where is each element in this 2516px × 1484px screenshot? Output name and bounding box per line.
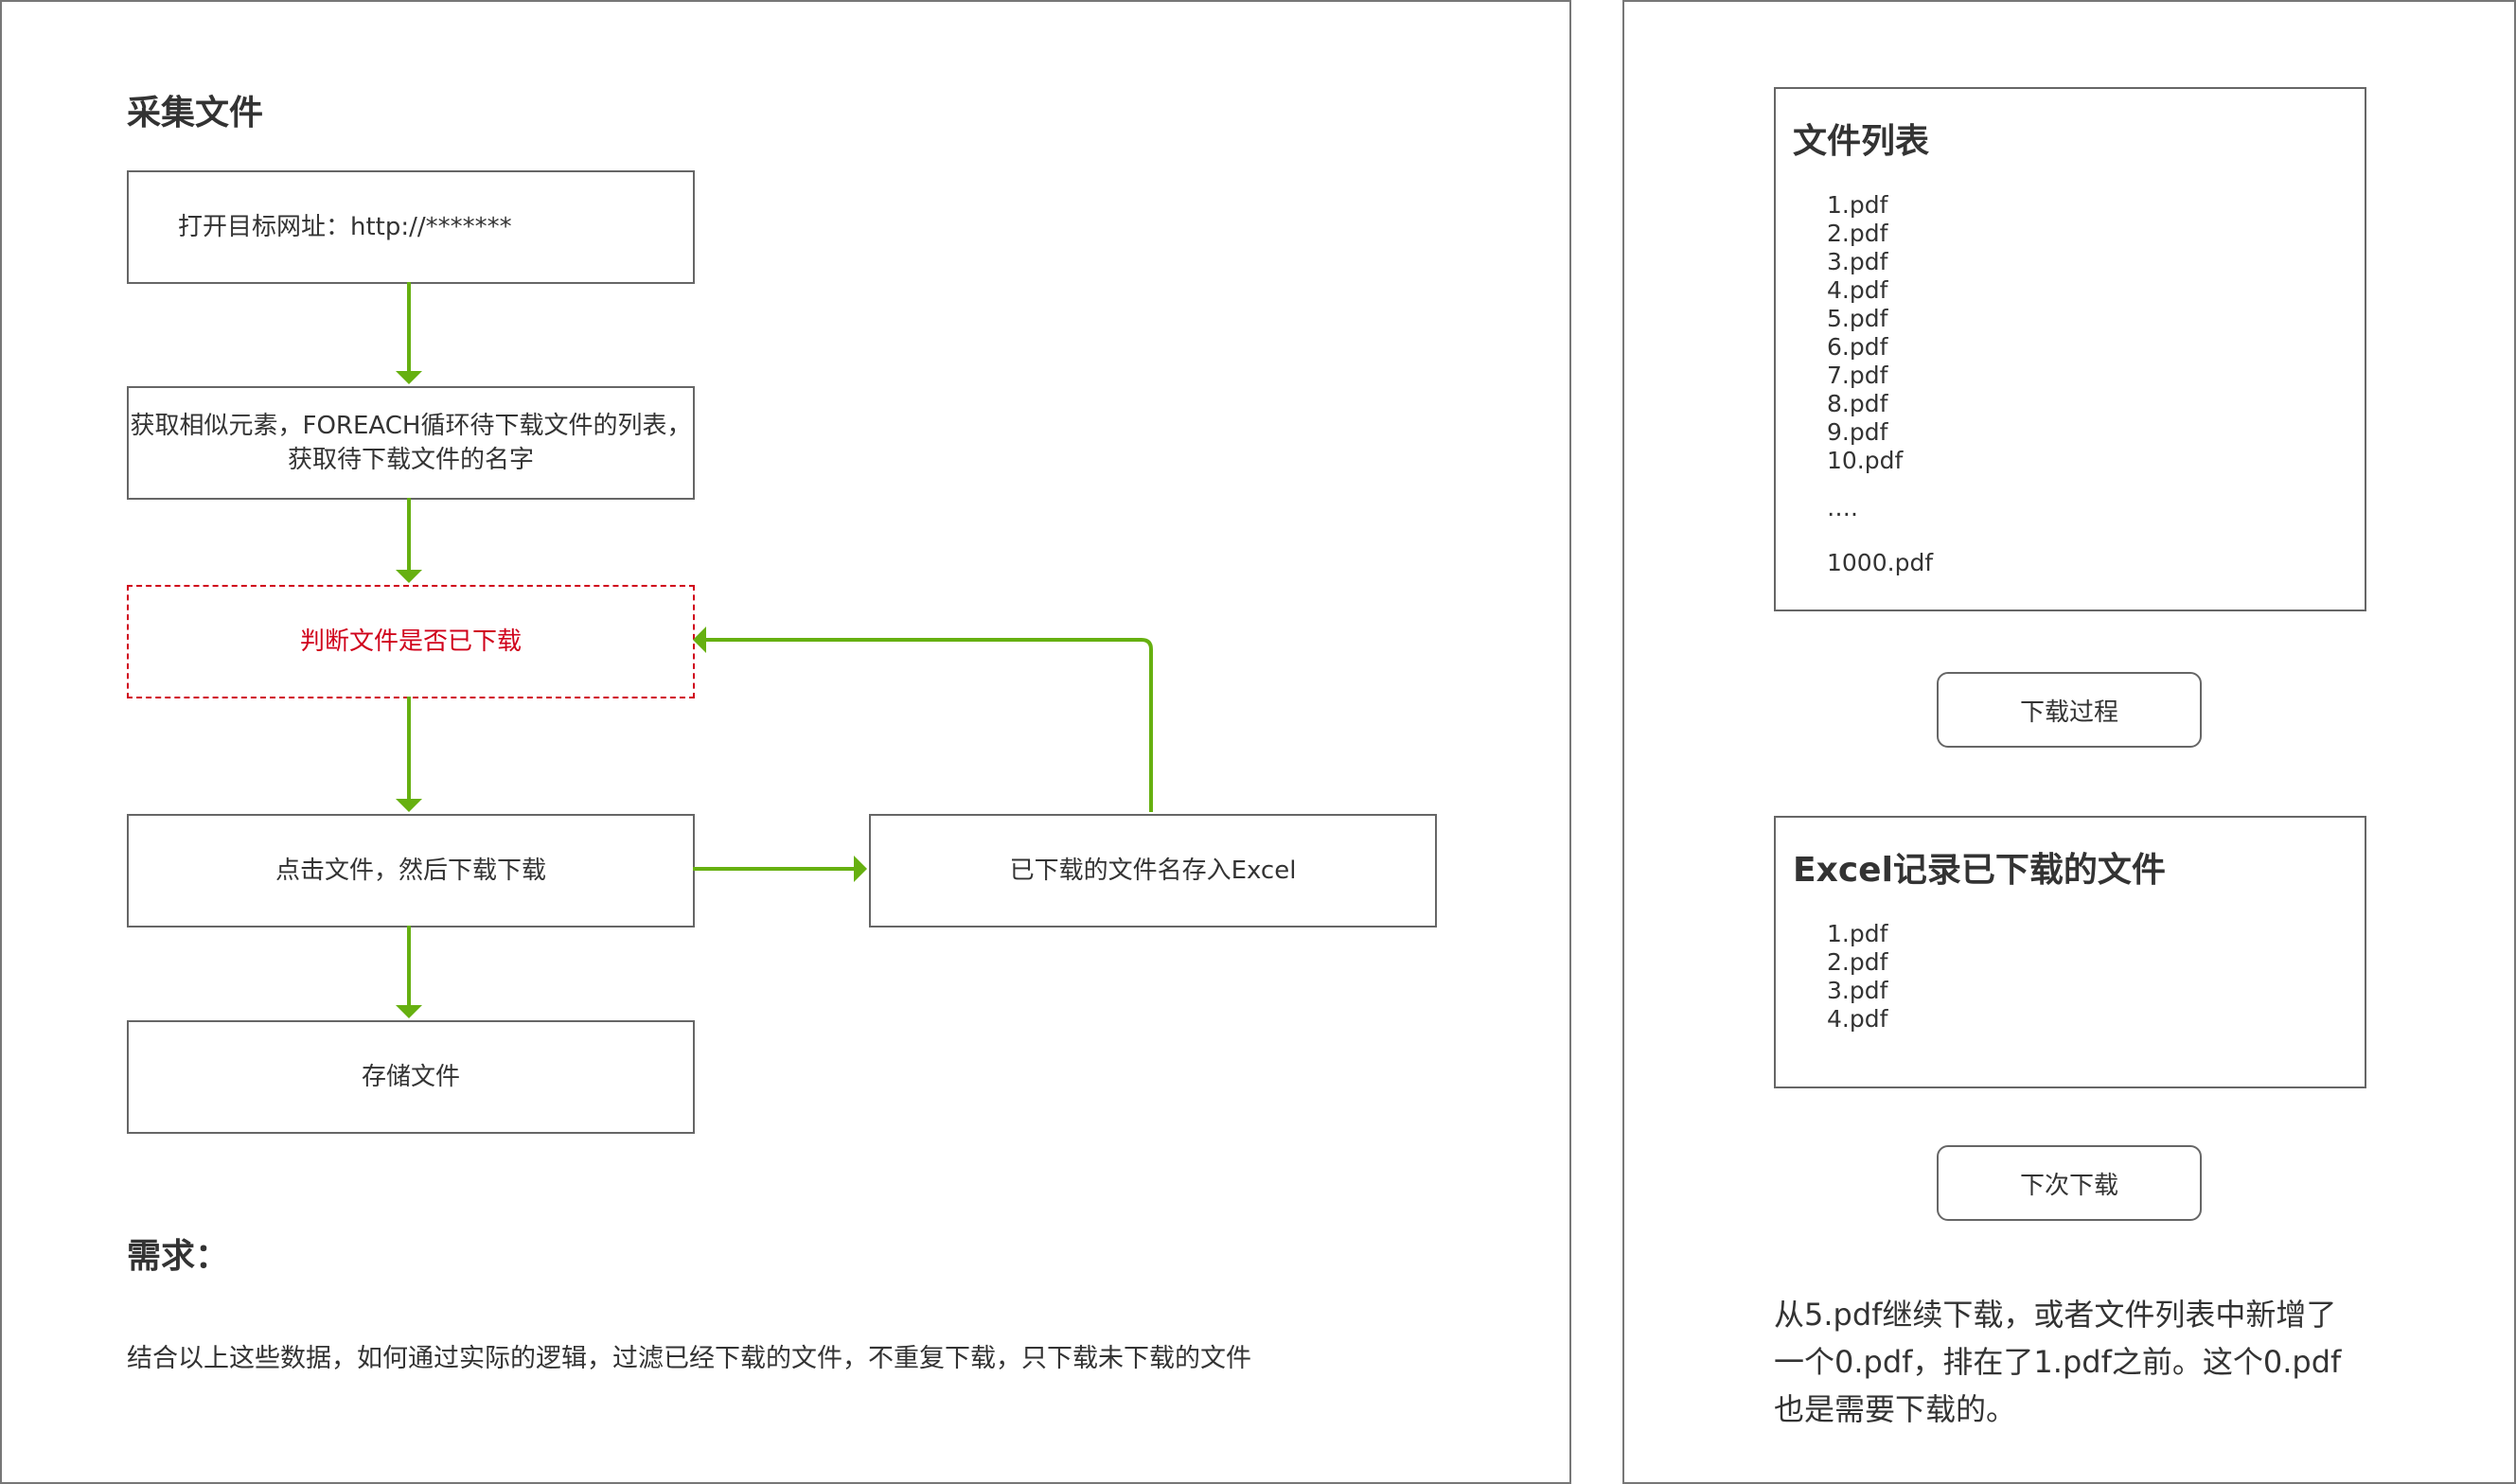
list-item: 4.pdf xyxy=(1827,1005,1888,1033)
list-item: 1.pdf xyxy=(1827,191,1888,219)
step-click-download-label: 点击文件，然后下载下载 xyxy=(275,857,546,885)
next-download-label: 下次下载 xyxy=(2019,1171,2118,1200)
list-item: 1.pdf xyxy=(1827,920,1888,947)
list-item: 5.pdf xyxy=(1827,305,1888,332)
step-get-elements-line1: 获取相似元素，FOREACH循环待下载文件的列表， xyxy=(130,412,692,440)
right-panel: 文件列表 1.pdf 2.pdf 3.pdf 4.pdf 5.pdf 6.pdf… xyxy=(1622,0,2516,1484)
step-store-file-label: 存储文件 xyxy=(361,1063,460,1091)
note-line-1: 从5.pdf继续下载，或者文件列表中新增了 xyxy=(1774,1297,2337,1333)
list-item: 9.pdf xyxy=(1827,418,1888,446)
list-item: 2.pdf xyxy=(1827,948,1888,976)
list-item: 2.pdf xyxy=(1827,220,1888,247)
list-item: 10.pdf xyxy=(1827,447,1904,474)
list-item: 8.pdf xyxy=(1827,390,1888,417)
list-item: 4.pdf xyxy=(1827,276,1888,304)
list-item: 7.pdf xyxy=(1827,362,1888,389)
step-check-downloaded[interactable]: 判断文件是否已下载 xyxy=(127,585,695,698)
file-list-last-item: 1000.pdf xyxy=(1827,549,1934,576)
excel-record-title: Excel记录已下载的文件 xyxy=(1793,851,2166,890)
step-check-downloaded-label: 判断文件是否已下载 xyxy=(299,627,522,656)
step-save-excel[interactable]: 已下载的文件名存入Excel xyxy=(869,814,1437,928)
note-line-3: 也是需要下载的。 xyxy=(1774,1391,2017,1427)
step-get-elements[interactable]: 获取相似元素，FOREACH循环待下载文件的列表， 获取待下载文件的名字 xyxy=(127,386,695,500)
list-item: 3.pdf xyxy=(1827,248,1888,275)
requirement-title: 需求： xyxy=(127,1237,230,1276)
list-item: 3.pdf xyxy=(1827,977,1888,1004)
step-click-download[interactable]: 点击文件，然后下载下载 xyxy=(127,814,695,928)
next-download-button[interactable]: 下次下载 xyxy=(1937,1145,2202,1221)
file-list: 1.pdf 2.pdf 3.pdf 4.pdf 5.pdf 6.pdf 7.pd… xyxy=(1827,191,1903,475)
step-open-url[interactable]: 打开目标网址：http://******* xyxy=(127,170,695,284)
step-save-excel-label: 已下载的文件名存入Excel xyxy=(1009,857,1297,885)
step-get-elements-line2: 获取待下载文件的名字 xyxy=(287,446,534,474)
download-process-label: 下载过程 xyxy=(2019,698,2118,727)
left-panel: 采集文件 打开目标网址：http://******* 获取相似元素，FOREAC… xyxy=(0,0,1571,1484)
note-text: 从5.pdf继续下载，或者文件列表中新增了 一个0.pdf，排在了1.pdf之前… xyxy=(1774,1291,2493,1433)
excel-record-list: 1.pdf 2.pdf 3.pdf 4.pdf xyxy=(1827,920,1887,1034)
file-list-card: 文件列表 1.pdf 2.pdf 3.pdf 4.pdf 5.pdf 6.pdf… xyxy=(1774,87,2366,611)
step-open-url-label: 打开目标网址：http://******* xyxy=(178,213,512,241)
note-line-2: 一个0.pdf，排在了1.pdf之前。这个0.pdf xyxy=(1774,1344,2342,1380)
download-process-button[interactable]: 下载过程 xyxy=(1937,672,2202,748)
list-item: 6.pdf xyxy=(1827,333,1888,361)
file-list-ellipsis: …. xyxy=(1827,494,1858,521)
collect-files-title: 采集文件 xyxy=(127,94,264,132)
excel-record-card: Excel记录已下载的文件 1.pdf 2.pdf 3.pdf 4.pdf xyxy=(1774,816,2366,1088)
step-store-file[interactable]: 存储文件 xyxy=(127,1020,695,1134)
requirement-text: 结合以上这些数据，如何通过实际的逻辑，过滤已经下载的文件，不重复下载，只下载未下… xyxy=(127,1344,1251,1373)
file-list-title: 文件列表 xyxy=(1793,122,1930,161)
